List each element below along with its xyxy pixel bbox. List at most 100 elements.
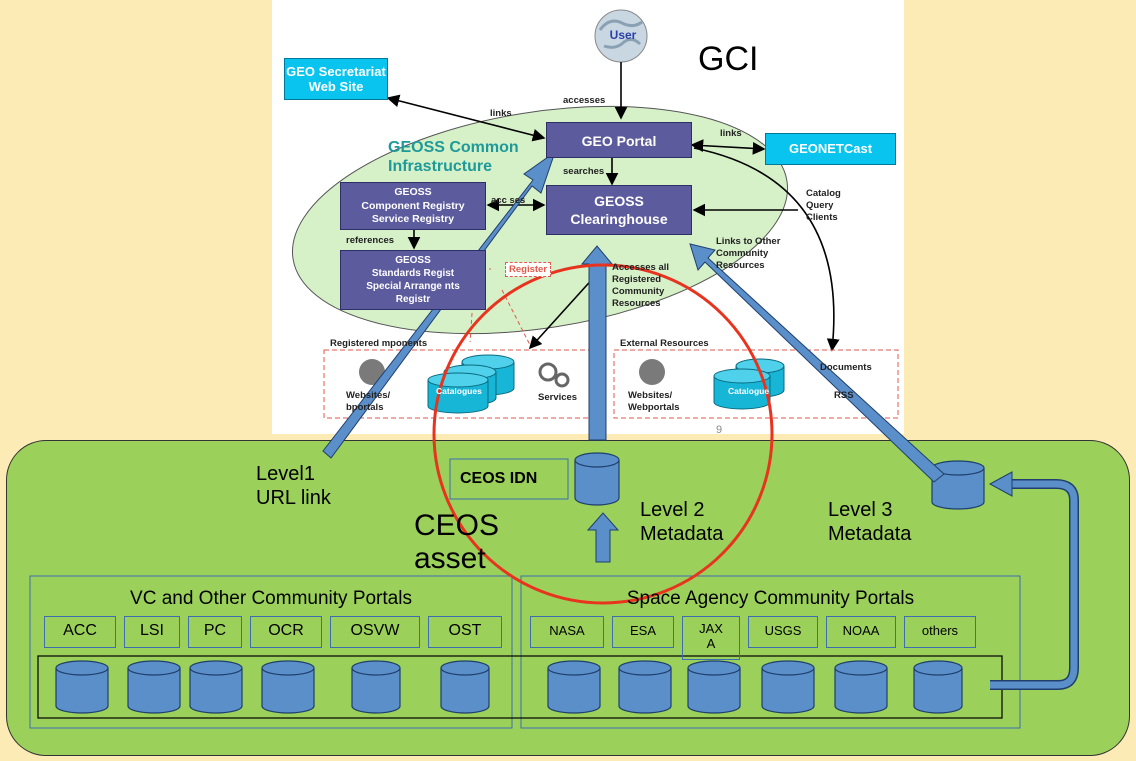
- registered-components-title: Registered mponents: [330, 338, 428, 349]
- ceos-asset-circle: [432, 263, 774, 605]
- standards-registry-line2: Standards Regist: [371, 268, 455, 279]
- level3-loop-arrow: [990, 479, 1079, 690]
- portal-jaxa[interactable]: JAX A: [682, 616, 740, 660]
- portal-usgs[interactable]: USGS: [748, 616, 818, 648]
- standards-registry-line4: Registr: [395, 294, 431, 305]
- links-other-line2: Community: [716, 248, 769, 259]
- standards-registry-line3: Special Arrange nts: [366, 281, 460, 292]
- catalogues-label: Catalogues: [436, 386, 482, 396]
- portal-osvw[interactable]: OSVW: [330, 616, 420, 648]
- clearinghouse-box[interactable]: GEOSS Clearinghouse: [546, 185, 692, 235]
- accesses-all-line4: Resources: [612, 298, 661, 309]
- component-registry-box[interactable]: GEOSS Component Registry Service Registr…: [340, 182, 486, 230]
- external-websites-globe-icon: [639, 359, 665, 385]
- standards-registry-box[interactable]: GEOSS Standards Regist Special Arrange n…: [340, 250, 486, 310]
- catalog-query-line2: Query: [806, 200, 834, 211]
- registered-websites-line2: bportals: [346, 402, 384, 413]
- accesses-all-line1: Accesses all: [612, 262, 670, 273]
- space-portals-title: Space Agency Community Portals: [626, 588, 915, 609]
- level2-small-arrow: [586, 512, 620, 563]
- portal-lsi[interactable]: LSI: [124, 616, 180, 648]
- space-portals-frame: [520, 575, 1021, 729]
- level2-line1: Level 2: [640, 499, 705, 521]
- geoss-common-infra-label: GEOSS Common Infrastructure: [388, 138, 519, 176]
- register-label: Register: [505, 262, 552, 277]
- level2-line2: Metadata: [640, 523, 724, 545]
- services-label: Services: [538, 392, 578, 403]
- level1-line2: URL link: [256, 487, 331, 509]
- level3-label: Level 3 Metadata: [828, 498, 911, 546]
- accesses-all-line3: Community: [612, 286, 665, 297]
- edge-label-searches: searches: [563, 166, 605, 177]
- level2-label: Level 2 Metadata: [640, 498, 723, 546]
- geo-secretariat-line2: Web Site: [308, 79, 364, 94]
- links-other-line3: Resources: [716, 260, 765, 271]
- portal-ost[interactable]: OST: [428, 616, 502, 648]
- external-websites-line2: Webportals: [628, 402, 680, 413]
- vc-portals-frame: [29, 575, 513, 729]
- clearinghouse-line1: GEOSS: [594, 193, 644, 209]
- accesses-all-line2: Registered: [612, 274, 662, 285]
- links-other-line1: Links to Other: [716, 236, 781, 247]
- portal-pc[interactable]: PC: [188, 616, 242, 648]
- registered-websites-line1: Websites/: [346, 390, 391, 401]
- clearinghouse-line2: Clearinghouse: [570, 211, 668, 227]
- catalogue-cylinders: [713, 358, 785, 410]
- ceos-asset-line1: CEOS: [414, 509, 500, 542]
- edge-secretariat-portal: [386, 94, 546, 142]
- rss-label: RSS: [834, 390, 854, 401]
- edge-label-links-right: links: [720, 128, 742, 139]
- level1-line1: Level1: [256, 463, 315, 485]
- page-number: 9: [716, 424, 723, 436]
- gci-title: GCI: [698, 40, 759, 78]
- geonetcast-box[interactable]: GEONETCast: [765, 133, 896, 165]
- portal-noaa[interactable]: NOAA: [826, 616, 896, 648]
- level3-line2: Metadata: [828, 523, 912, 545]
- catalogue-label: Catalogue: [728, 386, 770, 396]
- standards-registry-line1: GEOSS: [395, 255, 431, 266]
- component-registry-line2: Component Registry: [361, 199, 465, 212]
- component-registry-line1: GEOSS: [394, 186, 432, 198]
- catalog-query-line3: Clients: [806, 212, 838, 223]
- geo-secretariat-line1: GEO Secretariat: [286, 64, 386, 79]
- vc-portals-title: VC and Other Community Portals: [130, 588, 412, 609]
- geoss-common-line1: GEOSS Common: [388, 139, 519, 156]
- edge-label-references: references: [346, 235, 395, 246]
- external-websites-label: Websites/ Webportals: [628, 390, 680, 414]
- component-registry-line3: Service Registry: [371, 213, 455, 225]
- registered-websites-label: Websites/ bportals: [346, 390, 390, 414]
- ceos-asset-line2: asset: [414, 542, 486, 575]
- edge-label-links-left: links: [490, 108, 512, 119]
- portal-nasa[interactable]: NASA: [530, 616, 604, 648]
- ceos-asset-label: CEOS asset: [414, 509, 499, 575]
- services-gear-icon: [538, 362, 558, 382]
- user-label: User: [609, 28, 637, 42]
- catalog-query-line1: Catalog: [806, 188, 841, 199]
- edge-links-documents: [693, 147, 840, 352]
- portal-others[interactable]: others: [904, 616, 976, 648]
- catalog-query-clients-label: Catalog Query Clients: [806, 188, 841, 224]
- database-cylinders: [55, 452, 985, 714]
- geo-portal-box[interactable]: GEO Portal: [546, 122, 692, 158]
- external-resources-title: External Resources: [620, 338, 709, 349]
- links-other-community-label: Links to Other Community Resources: [716, 236, 780, 272]
- geo-secretariat-box[interactable]: GEO Secretariat Web Site: [284, 58, 388, 100]
- external-websites-line1: Websites/: [628, 390, 673, 401]
- ceos-idn-label: CEOS IDN: [460, 470, 538, 487]
- websites-globe-icon: [359, 359, 385, 385]
- edge-portal-geonetcast: [690, 139, 766, 155]
- edge-label-accesses: accesses: [563, 95, 606, 106]
- level2-arrow: [580, 245, 614, 441]
- level3-line1: Level 3: [828, 499, 893, 521]
- geoss-common-line2: Infrastructure: [388, 158, 493, 175]
- portal-ocr[interactable]: OCR: [250, 616, 322, 648]
- level1-label: Level1 URL link: [256, 462, 331, 510]
- portal-acc[interactable]: ACC: [44, 616, 116, 648]
- edge-services: [528, 274, 597, 350]
- ceos-idn-box: [449, 458, 569, 500]
- level3-arrow: [689, 243, 945, 483]
- accesses-all-label: Accesses all Registered Community Resour…: [612, 262, 669, 310]
- edge-label-accesses-mid: acc ses: [491, 195, 526, 206]
- documents-label: Documents: [820, 362, 872, 373]
- portal-esa[interactable]: ESA: [612, 616, 674, 648]
